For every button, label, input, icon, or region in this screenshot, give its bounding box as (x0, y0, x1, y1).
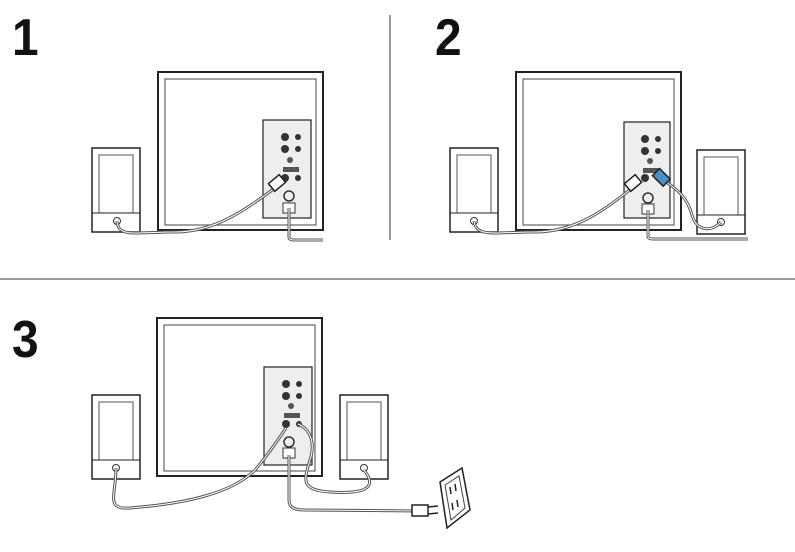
power-cord-highlight (288, 455, 421, 512)
step-2-number: 2 (435, 9, 462, 67)
power-cord-highlight (288, 208, 323, 241)
speaker-cable-highlight (297, 423, 371, 493)
satellite-speaker-icon (696, 149, 746, 235)
step-1-number: 1 (12, 9, 39, 67)
step-3-number: 3 (12, 311, 39, 369)
panel-step-2 (449, 71, 748, 241)
satellite-speaker-icon (339, 394, 389, 480)
rca-plug-icon (651, 167, 672, 188)
power-plug-icon (411, 504, 439, 517)
rca-plug-icon (623, 173, 643, 193)
speaker-cable-highlight (473, 187, 633, 234)
power-cord-highlight (647, 210, 748, 240)
speaker-cable-highlight (116, 187, 276, 234)
wall-outlet-icon (439, 466, 471, 530)
satellite-speaker-icon (449, 147, 499, 233)
panel-step-1 (91, 71, 324, 242)
speaker-cable-highlight (659, 177, 722, 230)
panel-step-3 (91, 317, 471, 530)
rear-panel-icon (623, 121, 671, 219)
satellite-speaker-icon (91, 394, 141, 480)
speaker-cable-highlight (113, 427, 287, 509)
rca-plug-icon (267, 173, 287, 193)
rear-panel-icon (262, 119, 312, 219)
satellite-speaker-icon (91, 147, 141, 233)
